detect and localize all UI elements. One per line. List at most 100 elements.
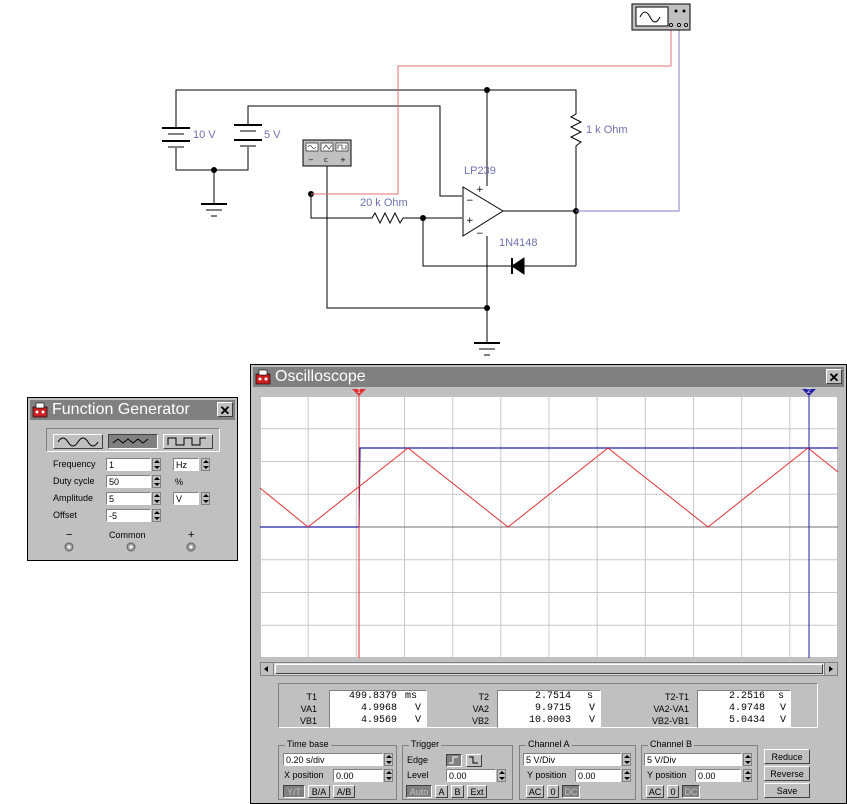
- channel-a-ypos-spinner[interactable]: [622, 769, 631, 782]
- channel-a-scale-spinner[interactable]: [622, 753, 631, 766]
- oscilloscope-titlebar[interactable]: Oscilloscope ✕: [253, 367, 844, 387]
- amplitude-unit-spinner[interactable]: [201, 492, 210, 505]
- wire-fg-to-r: [310, 194, 368, 219]
- duty-cycle-label: Duty cycle: [53, 476, 95, 486]
- probe-wire-b: [576, 25, 680, 212]
- frequency-spinner[interactable]: [152, 458, 161, 471]
- scroll-left-button[interactable]: [261, 663, 274, 675]
- rising-edge-button[interactable]: [446, 754, 462, 767]
- opamp-noninv-sign: +: [466, 216, 474, 226]
- scroll-thumb[interactable]: [275, 664, 823, 674]
- wire-batt-bottom: [175, 147, 249, 171]
- frequency-unit-spinner[interactable]: [201, 458, 210, 471]
- terminal-common-icon[interactable]: [126, 542, 136, 552]
- channel-b-0-button[interactable]: 0: [667, 785, 679, 798]
- offset-label: Offset: [53, 510, 77, 520]
- amplitude-input[interactable]: 5: [106, 492, 151, 505]
- resistor-20k-icon: [368, 211, 406, 225]
- function-generator-symbol[interactable]: [302, 139, 352, 167]
- fg-terminal-minus: −: [308, 156, 314, 164]
- level-input[interactable]: 0.00: [446, 769, 496, 782]
- cursor-1-tag: 1: [357, 388, 361, 395]
- sine-wave-button[interactable]: [53, 434, 103, 449]
- waveform-selector: [46, 428, 220, 452]
- channel-b-dc-button[interactable]: DC: [682, 785, 700, 798]
- channel-b-scale-select[interactable]: 5 V/Div: [644, 753, 742, 766]
- battery-5v-icon: [234, 124, 262, 147]
- channel-a-scale-select[interactable]: 5 V/Div: [523, 753, 621, 766]
- opamp-vminus-sign: −: [476, 229, 484, 239]
- amplitude-spinner[interactable]: [152, 492, 161, 505]
- wire-top-rail: [175, 89, 577, 128]
- level-spinner[interactable]: [497, 769, 506, 782]
- timebase-title: Time base: [285, 739, 331, 749]
- yt-mode-button[interactable]: Y/T: [283, 785, 305, 798]
- offset-input[interactable]: -5: [106, 509, 151, 522]
- diode-label: 1N4148: [499, 237, 538, 249]
- falling-edge-button[interactable]: [466, 754, 482, 767]
- cursor-2-handle[interactable]: [802, 389, 817, 397]
- function-generator-titlebar[interactable]: Function Generator ✕: [30, 400, 235, 420]
- probe-wire-a: [311, 25, 672, 195]
- x-position-label: X position: [284, 770, 324, 780]
- ground-icon: [201, 203, 227, 217]
- channel-b-ac-button[interactable]: AC: [646, 785, 664, 798]
- va2-va1-label: VA2-VA1: [653, 704, 689, 714]
- close-icon: ✕: [219, 403, 231, 418]
- reverse-button[interactable]: Reverse: [764, 766, 810, 781]
- close-button[interactable]: ✕: [217, 402, 233, 418]
- x-position-input[interactable]: 0.00: [333, 769, 383, 782]
- duty-cycle-spinner[interactable]: [152, 475, 161, 488]
- cursor-1-handle[interactable]: [352, 389, 367, 397]
- horizontal-scrollbar[interactable]: [260, 662, 838, 676]
- square-wave-icon: [167, 437, 206, 446]
- channel-b-ypos-label: Y position: [647, 770, 687, 780]
- vb2-vb1-label: VB2-VB1: [651, 716, 689, 726]
- reduce-button[interactable]: Reduce: [764, 749, 810, 764]
- x-position-spinner[interactable]: [384, 769, 393, 782]
- timebase-select[interactable]: 0.20 s/div: [283, 753, 383, 766]
- sine-wave-icon: [57, 437, 99, 447]
- trigger-a-button[interactable]: A: [435, 785, 448, 798]
- square-wave-button[interactable]: [163, 434, 213, 449]
- vb2-vb1-unit: V: [780, 715, 787, 726]
- triangle-wave-icon: [112, 438, 149, 444]
- trigger-ext-button[interactable]: Ext: [467, 785, 487, 798]
- wire-fg-common: [326, 164, 487, 309]
- channel-a-0-button[interactable]: 0: [547, 785, 559, 798]
- opamp-vplus-sign: +: [476, 185, 484, 195]
- va2-va1-value: 4.9748: [728, 703, 765, 714]
- duty-cycle-input[interactable]: 50: [106, 475, 151, 488]
- triangle-wave-button[interactable]: [108, 434, 158, 449]
- channel-b-scale-spinner[interactable]: [743, 753, 752, 766]
- terminal-minus-icon[interactable]: [64, 542, 74, 552]
- va2-label: VA2: [472, 704, 489, 714]
- channel-a-ac-button[interactable]: AC: [526, 785, 544, 798]
- trigger-group: Trigger: [402, 739, 513, 800]
- offset-spinner[interactable]: [152, 509, 161, 522]
- save-button[interactable]: Save: [764, 783, 810, 798]
- ab-mode-button[interactable]: A/B: [333, 785, 355, 798]
- trigger-auto-button[interactable]: Auto: [406, 785, 432, 798]
- readout-box-2: [497, 690, 601, 728]
- channel-b-ypos-input[interactable]: 0.00: [695, 769, 741, 782]
- frequency-input[interactable]: 1: [106, 458, 151, 471]
- readout-box-1: [329, 690, 427, 728]
- frequency-unit-select[interactable]: Hz: [173, 458, 199, 471]
- ba-mode-button[interactable]: B/A: [308, 785, 330, 798]
- close-button[interactable]: ✕: [826, 369, 842, 385]
- oscilloscope-symbol[interactable]: [631, 3, 691, 31]
- terminal-plus-icon[interactable]: [186, 542, 196, 552]
- channel-a-dc-button[interactable]: DC: [562, 785, 580, 798]
- amplitude-unit-select[interactable]: V: [173, 492, 199, 505]
- falling-edge-icon: [469, 756, 478, 764]
- vb2-label: VB2: [471, 716, 489, 726]
- channel-a-ypos-input[interactable]: 0.00: [575, 769, 621, 782]
- t2-t1-value: 2.2516: [728, 691, 765, 702]
- timebase-spinner[interactable]: [384, 753, 393, 766]
- scroll-right-button[interactable]: [824, 663, 837, 675]
- channel-a-group: Channel A: [519, 739, 636, 800]
- edge-label: Edge: [407, 755, 429, 765]
- trigger-b-button[interactable]: B: [451, 785, 464, 798]
- channel-b-ypos-spinner[interactable]: [743, 769, 752, 782]
